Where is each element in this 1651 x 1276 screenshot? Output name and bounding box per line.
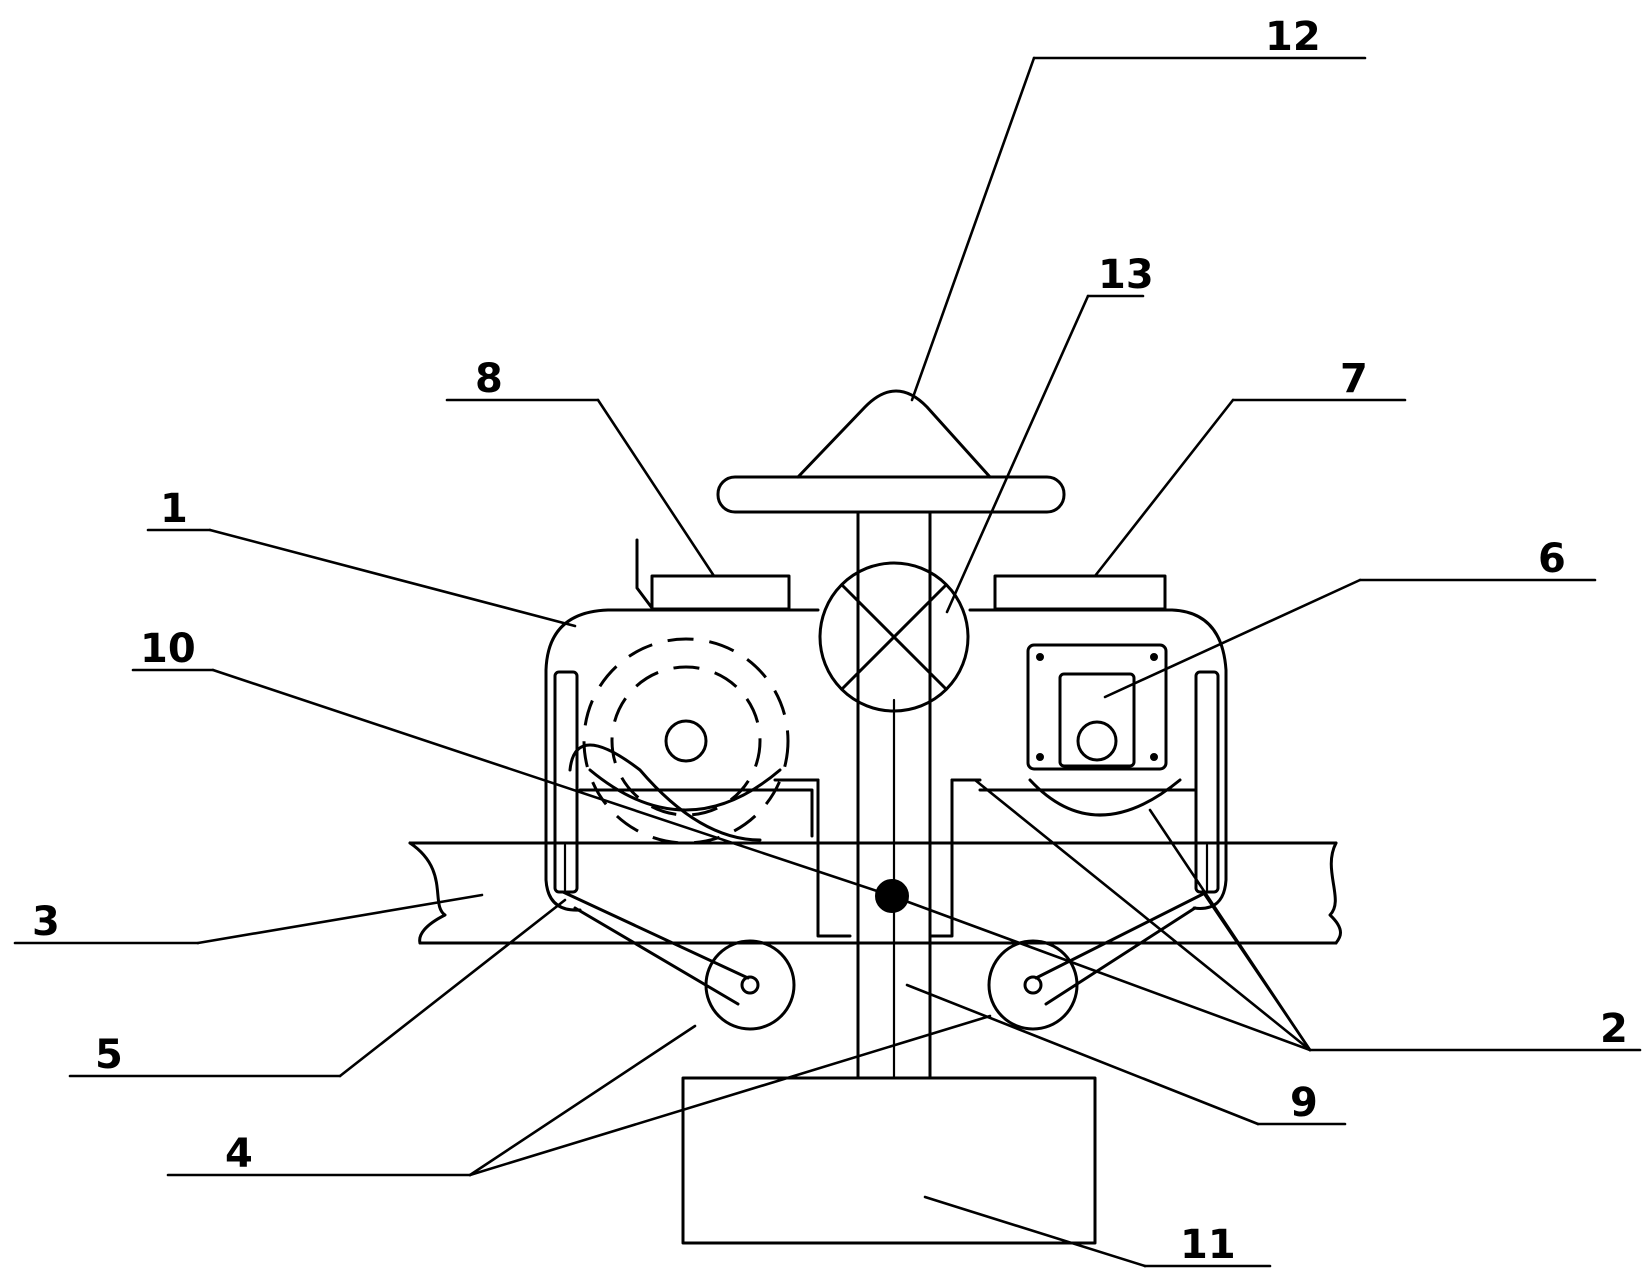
left-housing xyxy=(544,608,852,938)
label-11: 11 xyxy=(1180,1222,1236,1268)
label-13: 13 xyxy=(1098,252,1154,298)
part-labels: 12 13 8 7 6 1 10 3 5 4 2 9 11 xyxy=(32,14,1628,1268)
left-bracket xyxy=(578,788,814,838)
right-housing xyxy=(928,608,1228,938)
label-6: 6 xyxy=(1538,536,1566,582)
right-swing-arm xyxy=(987,890,1209,1031)
label-9: 9 xyxy=(1290,1080,1318,1126)
valve xyxy=(818,561,970,713)
label-1: 1 xyxy=(160,486,188,532)
left-swing-arm xyxy=(561,890,796,1031)
label-10: 10 xyxy=(140,626,196,672)
label-3: 3 xyxy=(32,899,60,945)
top-handle xyxy=(716,389,1066,514)
label-8: 8 xyxy=(475,356,503,402)
label-4: 4 xyxy=(225,1131,253,1177)
left-arm xyxy=(553,670,579,894)
callout-lines xyxy=(13,56,1642,1268)
base-rail xyxy=(408,841,1342,945)
top-plate-right xyxy=(993,574,1167,611)
central-column xyxy=(856,510,932,1080)
bottom-block xyxy=(681,1076,1097,1245)
left-gear xyxy=(582,637,790,845)
right-arm xyxy=(1194,670,1220,894)
hook-left xyxy=(635,538,654,610)
label-2: 2 xyxy=(1600,1006,1628,1052)
label-7: 7 xyxy=(1340,356,1368,402)
top-plate-left xyxy=(650,574,791,611)
label-5: 5 xyxy=(95,1032,123,1078)
label-12: 12 xyxy=(1265,14,1321,60)
right-motor xyxy=(1026,643,1182,817)
